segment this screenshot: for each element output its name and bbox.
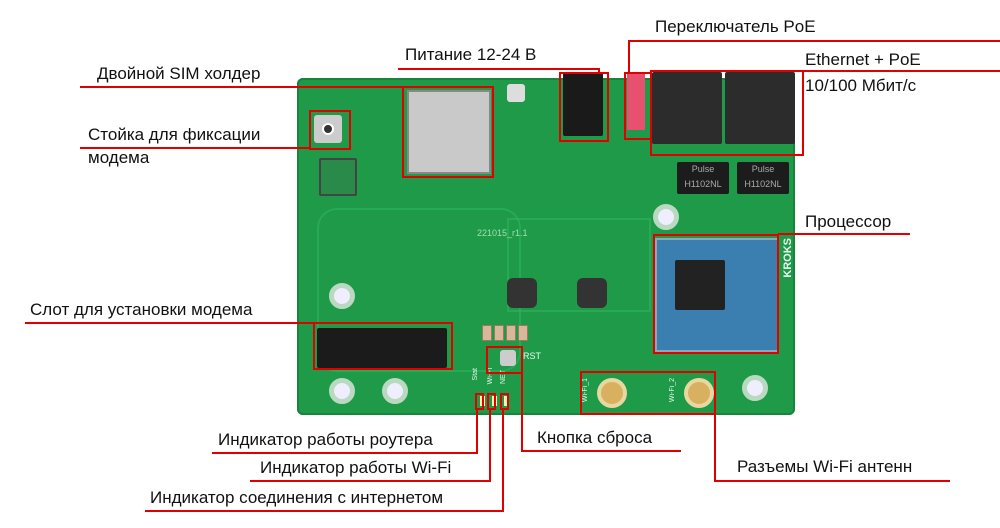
wifi-led-highlight bbox=[487, 393, 496, 410]
label-processor: Процессор bbox=[805, 212, 892, 231]
brand-silk: KROKS bbox=[782, 238, 794, 278]
antenna-connector-2 bbox=[684, 378, 714, 408]
mounting-hole bbox=[382, 378, 408, 404]
leader-line bbox=[714, 480, 950, 482]
leader-line bbox=[25, 322, 315, 324]
processor-chip bbox=[675, 260, 725, 310]
inductor-1 bbox=[507, 278, 537, 308]
label-poe-switch: Переключатель PoE bbox=[655, 17, 816, 36]
modem-slot-highlight bbox=[313, 322, 453, 370]
leader-line bbox=[628, 40, 630, 74]
button bbox=[507, 84, 525, 102]
reset-silk: RST bbox=[523, 351, 541, 361]
processor-module bbox=[655, 238, 779, 352]
antenna-connector-1 bbox=[597, 378, 627, 408]
capacitor bbox=[482, 325, 492, 341]
mounting-hole bbox=[653, 204, 679, 230]
label-wifi-antennas: Разъемы Wi-Fi антенн bbox=[737, 457, 913, 476]
led-net bbox=[504, 396, 509, 406]
leader-line bbox=[521, 372, 523, 452]
mini-pcie-slot bbox=[317, 328, 447, 368]
poe-switch-highlight bbox=[624, 72, 652, 140]
leader-line bbox=[598, 68, 600, 74]
modem-standoff bbox=[314, 115, 342, 143]
antenna-highlight bbox=[580, 371, 716, 415]
leader-line bbox=[521, 450, 681, 452]
label-internet-led: Индикатор соединения с интернетом bbox=[150, 488, 444, 507]
leader-line bbox=[398, 68, 598, 70]
sim-holder bbox=[407, 90, 491, 174]
ethernet-port-2 bbox=[725, 72, 795, 144]
pcb-trace bbox=[507, 218, 651, 312]
leader-line bbox=[250, 480, 491, 482]
capacitor bbox=[494, 325, 504, 341]
power-highlight bbox=[559, 72, 609, 142]
net-led-highlight bbox=[500, 393, 509, 410]
mcu-chip bbox=[319, 158, 357, 196]
ethernet-port-1 bbox=[652, 72, 722, 144]
revision-silk: 221015_r1.1 bbox=[477, 228, 528, 238]
leader-line bbox=[502, 408, 504, 512]
leader-line bbox=[714, 413, 716, 482]
leader-line bbox=[489, 408, 491, 482]
label-sim-holder: Двойной SIM холдер bbox=[97, 64, 261, 83]
leader-line bbox=[80, 147, 310, 149]
leader-line bbox=[145, 510, 504, 512]
inductor-2 bbox=[577, 278, 607, 308]
sim-holder-highlight bbox=[402, 86, 494, 178]
reset-button-part[interactable] bbox=[500, 350, 516, 366]
reset-highlight bbox=[486, 346, 523, 374]
ethernet-highlight bbox=[650, 70, 804, 156]
led-silk: Stat bbox=[472, 368, 479, 381]
leader-line bbox=[80, 86, 404, 88]
label-power: Питание 12-24 В bbox=[405, 45, 537, 64]
leader-line bbox=[650, 70, 1000, 72]
label-modem-stand-2: модема bbox=[88, 148, 150, 167]
leader-line bbox=[778, 233, 910, 235]
leader-line bbox=[628, 40, 1000, 42]
label-router-led: Индикатор работы роутера bbox=[218, 430, 433, 449]
poe-switch bbox=[627, 74, 645, 130]
label-ethernet-speed: 10/100 Мбит/с bbox=[805, 76, 917, 95]
standoff-highlight bbox=[309, 110, 351, 150]
label-wifi-led: Индикатор работы Wi-Fi bbox=[260, 458, 452, 477]
mounting-hole bbox=[742, 375, 768, 401]
leader-line bbox=[212, 452, 478, 454]
mounting-hole bbox=[329, 283, 355, 309]
capacitor bbox=[518, 325, 528, 341]
capacitor bbox=[506, 325, 516, 341]
power-jack bbox=[563, 72, 603, 136]
router-led-highlight bbox=[475, 393, 484, 410]
label-reset: Кнопка сброса bbox=[537, 428, 653, 447]
label-modem-slot: Слот для установки модема bbox=[30, 300, 253, 319]
mounting-hole bbox=[329, 378, 355, 404]
label-modem-stand: Стойка для фиксации bbox=[88, 125, 261, 144]
processor-highlight bbox=[653, 234, 779, 354]
label-ethernet: Ethernet + PoE bbox=[805, 50, 921, 69]
leader-line bbox=[476, 408, 478, 454]
